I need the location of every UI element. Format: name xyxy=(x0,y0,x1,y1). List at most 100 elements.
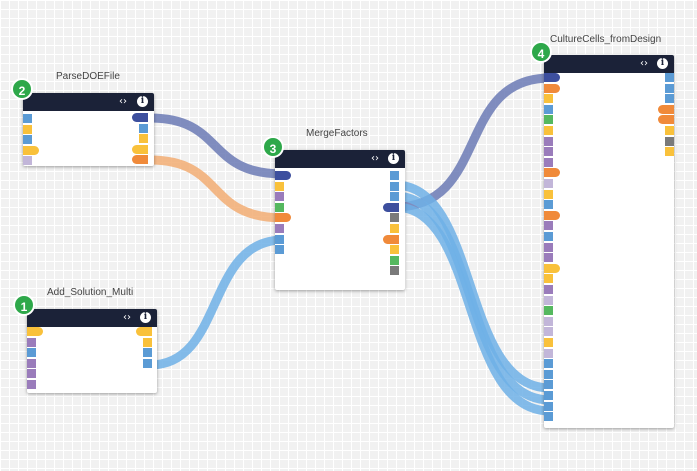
input-port-culture-20[interactable] xyxy=(544,285,553,294)
wire-parse-to-merge-orange[interactable] xyxy=(145,155,288,223)
input-port-merge-0[interactable] xyxy=(275,171,291,180)
output-port-culture-2[interactable] xyxy=(665,94,674,104)
code-brackets-icon[interactable]: ‹› xyxy=(123,312,131,323)
input-port-culture-5[interactable] xyxy=(544,126,553,135)
output-port-merge-2[interactable] xyxy=(390,192,399,202)
input-port-culture-19[interactable] xyxy=(544,274,553,284)
input-port-culture-27[interactable] xyxy=(544,359,553,369)
output-port-merge-8[interactable] xyxy=(390,255,399,265)
output-port-merge-7[interactable] xyxy=(390,245,399,255)
input-port-culture-32[interactable] xyxy=(544,412,553,422)
node-header[interactable]: ‹› i xyxy=(23,93,154,111)
input-port-culture-13[interactable] xyxy=(544,210,560,220)
input-port-culture-4[interactable] xyxy=(544,115,553,125)
input-port-add-0[interactable] xyxy=(27,327,43,336)
output-port-add-1[interactable] xyxy=(143,337,152,347)
node-merge-factors[interactable]: ‹› i xyxy=(275,150,405,290)
input-port-culture-16[interactable] xyxy=(544,242,553,252)
input-port-culture-12[interactable] xyxy=(544,200,553,210)
input-port-culture-6[interactable] xyxy=(544,136,553,146)
output-port-parse-3[interactable] xyxy=(132,144,148,154)
output-port-parse-1[interactable] xyxy=(139,123,148,133)
output-port-parse-0[interactable] xyxy=(132,113,148,122)
info-icon[interactable]: i xyxy=(657,58,668,69)
input-port-culture-1[interactable] xyxy=(544,83,560,93)
input-port-culture-8[interactable] xyxy=(544,157,553,167)
input-port-add-5[interactable] xyxy=(27,380,36,389)
output-port-culture-6[interactable] xyxy=(665,136,674,146)
input-port-culture-22[interactable] xyxy=(544,306,553,316)
input-port-culture-3[interactable] xyxy=(544,104,553,114)
node-header[interactable]: ‹› i xyxy=(544,55,674,73)
output-port-culture-0[interactable] xyxy=(665,73,674,82)
output-port-add-2[interactable] xyxy=(143,348,152,358)
output-port-parse-2[interactable] xyxy=(139,134,148,144)
output-port-culture-5[interactable] xyxy=(665,126,674,135)
input-port-culture-30[interactable] xyxy=(544,391,553,400)
input-port-culture-9[interactable] xyxy=(544,168,560,178)
wire-merge-to-culture-light-2[interactable] xyxy=(390,191,555,405)
output-port-culture-4[interactable] xyxy=(658,115,674,125)
output-port-merge-0[interactable] xyxy=(390,171,399,180)
input-port-culture-7[interactable] xyxy=(544,147,553,157)
input-port-culture-31[interactable] xyxy=(544,401,553,411)
input-port-parse-4[interactable] xyxy=(23,156,32,166)
input-port-merge-2[interactable] xyxy=(275,192,284,202)
output-port-add-3[interactable] xyxy=(143,358,152,368)
output-port-merge-4[interactable] xyxy=(390,213,399,223)
wire-parse-to-merge[interactable] xyxy=(145,113,288,179)
input-port-culture-11[interactable] xyxy=(544,189,553,199)
input-port-culture-17[interactable] xyxy=(544,253,553,263)
input-port-merge-4[interactable] xyxy=(275,213,291,223)
input-port-add-4[interactable] xyxy=(27,369,36,379)
info-icon[interactable]: i xyxy=(388,153,399,164)
output-port-merge-9[interactable] xyxy=(390,266,399,276)
wire-merge-to-culture-light-3[interactable] xyxy=(390,202,555,416)
input-port-culture-14[interactable] xyxy=(544,221,553,231)
output-port-merge-5[interactable] xyxy=(390,224,399,233)
input-port-culture-29[interactable] xyxy=(544,380,553,390)
output-port-merge-6[interactable] xyxy=(383,234,399,244)
input-port-merge-1[interactable] xyxy=(275,181,284,191)
input-port-parse-0[interactable] xyxy=(23,114,32,123)
node-culture-cells-from-design[interactable]: ‹› i xyxy=(544,55,674,428)
node-header[interactable]: ‹› i xyxy=(275,150,405,168)
node-header[interactable]: ‹› i xyxy=(27,309,157,327)
output-port-culture-7[interactable] xyxy=(665,147,674,157)
output-port-merge-3[interactable] xyxy=(383,202,399,212)
output-port-add-0[interactable] xyxy=(136,327,152,336)
output-port-culture-3[interactable] xyxy=(658,104,674,114)
code-brackets-icon[interactable]: ‹› xyxy=(371,153,379,164)
info-icon[interactable]: i xyxy=(140,312,151,323)
input-port-culture-24[interactable] xyxy=(544,327,553,337)
input-port-culture-28[interactable] xyxy=(544,369,553,379)
input-port-culture-0[interactable] xyxy=(544,73,560,82)
input-port-culture-15[interactable] xyxy=(544,232,553,241)
input-port-culture-26[interactable] xyxy=(544,348,553,358)
input-port-parse-3[interactable] xyxy=(23,145,39,155)
input-port-merge-3[interactable] xyxy=(275,202,284,212)
input-port-culture-23[interactable] xyxy=(544,316,553,326)
code-brackets-icon[interactable]: ‹› xyxy=(119,96,127,107)
info-icon[interactable]: i xyxy=(137,96,148,107)
output-port-parse-4[interactable] xyxy=(132,155,148,165)
node-add-solution-multi[interactable]: ‹› i xyxy=(27,309,157,393)
input-port-culture-2[interactable] xyxy=(544,94,553,104)
wire-add-to-merge[interactable] xyxy=(145,235,288,370)
input-port-parse-2[interactable] xyxy=(23,135,32,145)
node-parse-doe-file[interactable]: ‹› i xyxy=(23,93,154,166)
input-port-culture-18[interactable] xyxy=(544,263,560,273)
code-brackets-icon[interactable]: ‹› xyxy=(640,58,648,69)
input-port-merge-7[interactable] xyxy=(275,245,284,255)
input-port-merge-5[interactable] xyxy=(275,224,284,233)
input-port-add-2[interactable] xyxy=(27,348,36,358)
input-port-culture-25[interactable] xyxy=(544,338,553,347)
input-port-merge-6[interactable] xyxy=(275,234,284,244)
output-port-merge-1[interactable] xyxy=(390,181,399,191)
input-port-add-3[interactable] xyxy=(27,358,36,368)
input-port-add-1[interactable] xyxy=(27,337,36,347)
input-port-culture-21[interactable] xyxy=(544,295,553,305)
output-port-culture-1[interactable] xyxy=(665,83,674,93)
input-port-culture-10[interactable] xyxy=(544,179,553,188)
input-port-parse-1[interactable] xyxy=(23,124,32,134)
